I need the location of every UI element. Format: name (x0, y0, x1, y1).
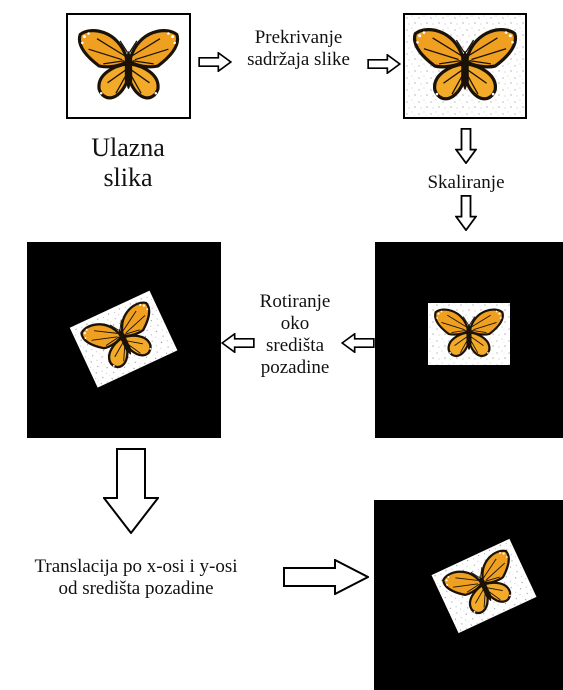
rotation-label: Rotiranje oko središta pozadine (250, 291, 340, 378)
rotated-image-canvas (27, 242, 221, 438)
scaling-label: Skaliranje (427, 172, 505, 193)
overlapped-image-frame (403, 13, 527, 119)
arrow-left-icon (341, 333, 375, 353)
input-image-label: Ulazna slika (60, 133, 196, 193)
translated-image-canvas (374, 500, 563, 690)
rotation-label-line1: Rotiranje (259, 291, 331, 312)
scaled-image-canvas (375, 242, 563, 438)
translation-label: Translacija po x-osi i y-osi od središta… (4, 556, 268, 600)
arrow-right-icon (283, 559, 369, 595)
butterfly-icon (68, 15, 189, 117)
scaled-image (428, 303, 510, 365)
overlap-label: Prekrivanje sadržaja slike (226, 27, 371, 71)
translated-image (431, 538, 537, 634)
input-image-frame (66, 13, 191, 119)
rotated-content (69, 290, 178, 388)
overlap-label-line2: sadržaja slike (247, 48, 350, 70)
arrow-down-icon (455, 128, 477, 164)
arrow-down-icon (455, 195, 477, 231)
overlap-label-line1: Prekrivanje (254, 27, 343, 48)
rotation-label-line2: oko (280, 312, 310, 334)
rotated-image (69, 290, 178, 388)
arrow-down-icon (103, 448, 159, 534)
translation-label-line2: od središta pozadine (58, 577, 214, 599)
overlapped-image (405, 15, 525, 117)
arrow-right-icon (367, 54, 401, 74)
arrow-left-icon (221, 333, 255, 353)
translation-label-line1: Translacija po x-osi i y-osi (34, 556, 238, 577)
input-label-line1: Ulazna (91, 133, 165, 162)
input-label-line2: slika (103, 162, 153, 192)
rotation-label-line4: pozadine (260, 356, 330, 378)
translated-content (431, 538, 537, 634)
rotation-label-line3: središta (265, 334, 325, 356)
